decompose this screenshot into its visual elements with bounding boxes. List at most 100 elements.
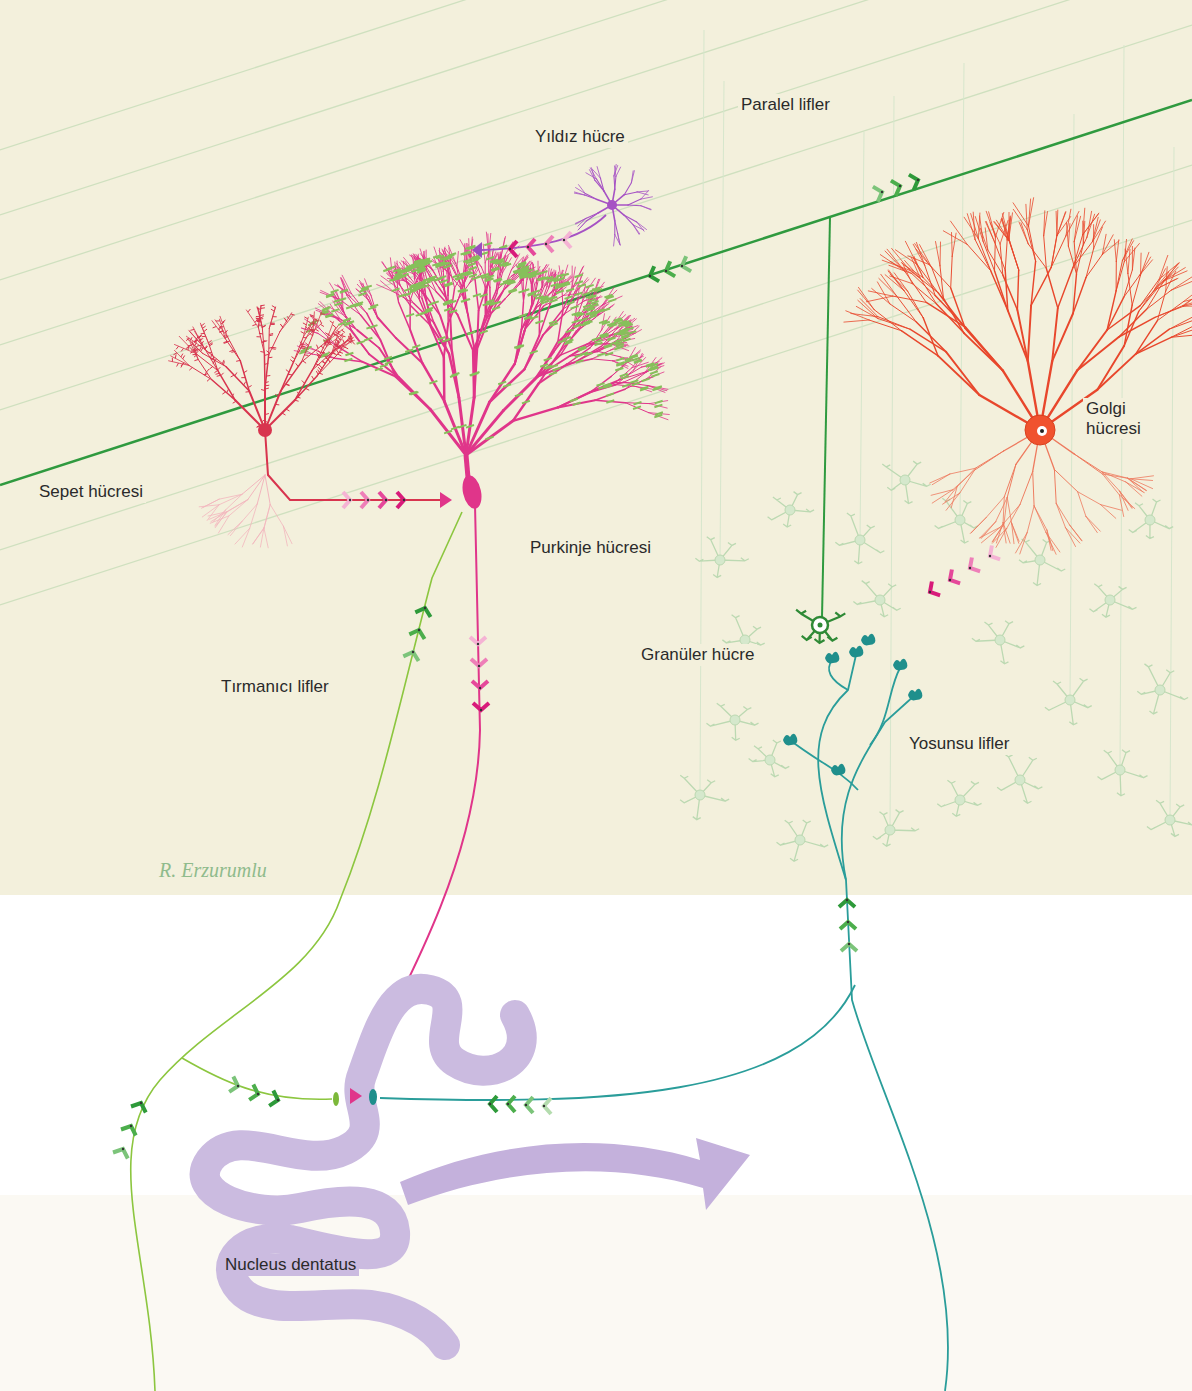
- granule-soma: [1105, 595, 1115, 605]
- golgi-dendrite: [940, 242, 942, 266]
- golgi-axon-branch: [1131, 479, 1153, 481]
- golgi-dendrite: [1009, 239, 1019, 270]
- golgi-axon-branch: [1131, 476, 1154, 479]
- basket-axon-collateral: [229, 500, 248, 516]
- part-label: Nucleus dentatus: [222, 1254, 359, 1276]
- nucleus-dentatus: [205, 989, 750, 1345]
- granule-axon: [890, 96, 894, 830]
- stellate-dendrite: [592, 168, 595, 180]
- basket-axon-collateral: [242, 504, 257, 521]
- parallel-fiber: [0, 0, 1192, 215]
- granule-cell: [0, 100, 1192, 643]
- golgi-axon-branch: [1070, 525, 1082, 541]
- golgi-dendrite: [1139, 289, 1155, 312]
- mossy-fiber: [846, 880, 948, 1391]
- granule-axon: [720, 81, 724, 560]
- golgi-dendrite: [1128, 274, 1132, 306]
- golgi-axon-branch: [1034, 506, 1046, 533]
- basket-dendrite: [269, 331, 280, 355]
- basket-terminal: [440, 492, 452, 508]
- granule-soma: [875, 595, 885, 605]
- basket-dendrite: [318, 355, 338, 376]
- climbing-terminal: [333, 1092, 339, 1106]
- golgi-dendrite: [851, 314, 878, 317]
- golgi-axon-branch: [1119, 495, 1134, 509]
- golgi-dendrite: [1002, 219, 1007, 241]
- basket-dendrite: [226, 367, 249, 391]
- granule-dendrite: [972, 621, 1024, 664]
- purkinje-dendrite: [592, 359, 613, 361]
- granule-dendrite: [796, 610, 845, 643]
- golgi-dendrite: [978, 239, 990, 271]
- climbing-fiber: [131, 512, 462, 1391]
- golgi-axon-branch: [1046, 533, 1056, 555]
- stellate-dendrite: [597, 179, 605, 191]
- golgi-dendrite: [1083, 208, 1085, 235]
- golgi-dendrite: [1073, 242, 1092, 268]
- purkinje-terminal: [350, 1088, 362, 1104]
- stellate-dendrite: [624, 215, 633, 225]
- chevron-dot: [563, 239, 565, 241]
- chevron-dot: [412, 651, 414, 653]
- golgi-dendrite: [1052, 308, 1058, 361]
- golgi-dendrite: [989, 212, 996, 237]
- chevron-dot: [665, 270, 667, 272]
- basket-dendrite: [337, 336, 350, 354]
- synapse-contact: [299, 243, 663, 440]
- basket-dendrite: [215, 320, 228, 337]
- golgi-dendrite: [1021, 223, 1028, 244]
- golgi-dendrite: [1139, 289, 1157, 312]
- golgi-dendrite: [1171, 281, 1192, 290]
- basket-axon-collateral: [264, 528, 268, 548]
- golgi-soma: [1025, 415, 1055, 445]
- golgi-dendrite: [1027, 229, 1035, 261]
- golgi-dendrite: [1057, 212, 1066, 236]
- golgi-dendrite: [890, 304, 916, 322]
- purkinje-dendrite: [342, 280, 350, 297]
- lower-band: [0, 1195, 1192, 1391]
- golgi-dendrite: [1116, 261, 1122, 291]
- golgi-axon-branch: [1012, 523, 1019, 543]
- golgi-dendrite: [1029, 198, 1034, 226]
- golgi-dendrite: [1132, 246, 1133, 269]
- stellate-dendrite: [614, 235, 615, 246]
- stellate-dendrite: [579, 185, 586, 194]
- golgi-dendrite: [1184, 306, 1192, 307]
- purkinje-dendrite: [377, 285, 394, 293]
- basket-dendrite: [280, 313, 292, 332]
- chevron-dot: [479, 687, 481, 689]
- golgi-dendrite: [878, 317, 910, 330]
- cortex-background: [0, 0, 1192, 895]
- parallel-fiber: [0, 0, 1192, 345]
- golgi-axon-branch: [1126, 482, 1142, 496]
- golgi-dendrite: [936, 304, 964, 333]
- golgi-dendrite: [923, 278, 943, 299]
- chevron-dot: [489, 1103, 491, 1105]
- signal-chevron: [269, 1091, 278, 1106]
- golgi-dendrite: [1028, 306, 1031, 362]
- chevron-dot: [848, 943, 850, 945]
- basket-axon-collateral: [228, 521, 242, 534]
- golgi-dendrite: [1155, 274, 1171, 288]
- stellate-dendrite: [615, 166, 616, 177]
- golgi-axon-branch: [931, 490, 953, 496]
- basket-dendrite: [268, 328, 270, 355]
- stellate-cell: [472, 164, 652, 258]
- golgi-dendrite: [1124, 311, 1139, 345]
- signal-chevron: [121, 1126, 136, 1136]
- golgi-axon-branch: [1054, 470, 1056, 504]
- golgi-dendrite: [995, 271, 1008, 311]
- purkinje-dendrite: [378, 317, 396, 338]
- golgi-axon-branch: [996, 523, 1003, 544]
- signal-chevron: [131, 1103, 146, 1113]
- golgi-dendrite: [1107, 291, 1116, 330]
- parallel-fiber: [0, 165, 1192, 550]
- golgi-axon-branch: [975, 451, 1004, 470]
- golgi-dendrite: [1009, 241, 1019, 270]
- golgi-dendrite: [1005, 240, 1007, 270]
- golgi-axon-branch: [1007, 498, 1011, 524]
- stellate-terminal: [472, 242, 482, 258]
- golgi-dendrite: [904, 291, 923, 318]
- basket-soma: [258, 423, 272, 437]
